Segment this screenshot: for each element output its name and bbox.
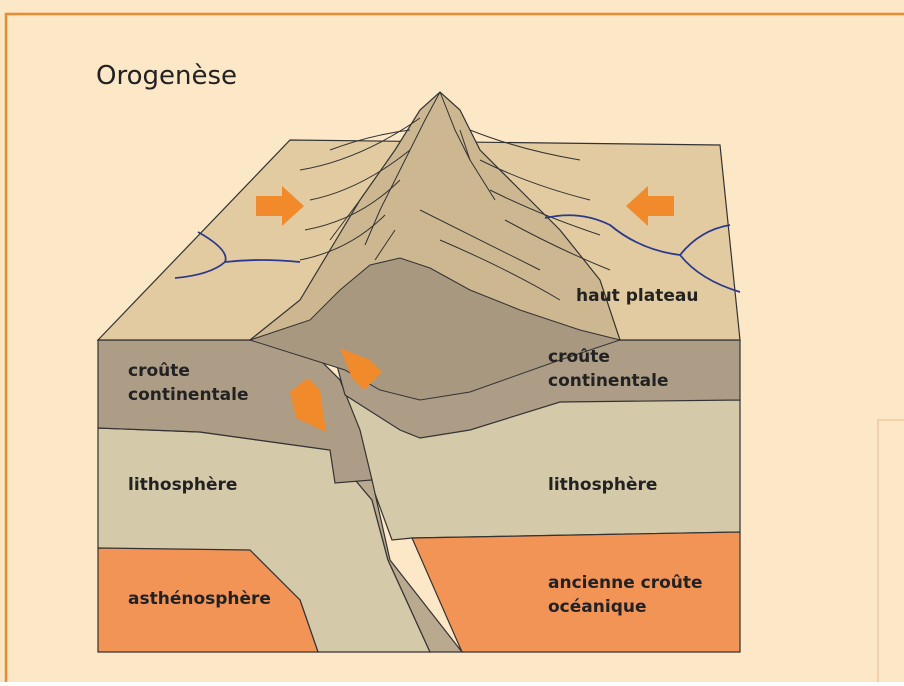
- label-haut-plateau: haut plateau: [576, 286, 698, 306]
- label-crust-left-1: croûte: [128, 361, 190, 381]
- label-crust-right-1: croûte: [548, 347, 610, 367]
- label-asthenosphere: asthénosphère: [128, 589, 271, 609]
- label-litho-right: lithosphère: [548, 475, 657, 495]
- label-crust-left-2: continentale: [128, 385, 249, 405]
- label-ocean-2: océanique: [548, 597, 647, 617]
- label-litho-left: lithosphère: [128, 475, 237, 495]
- label-crust-right-2: continentale: [548, 371, 669, 391]
- label-ocean-1: ancienne croûte: [548, 573, 703, 593]
- diagram-title: Orogenèse: [96, 61, 237, 91]
